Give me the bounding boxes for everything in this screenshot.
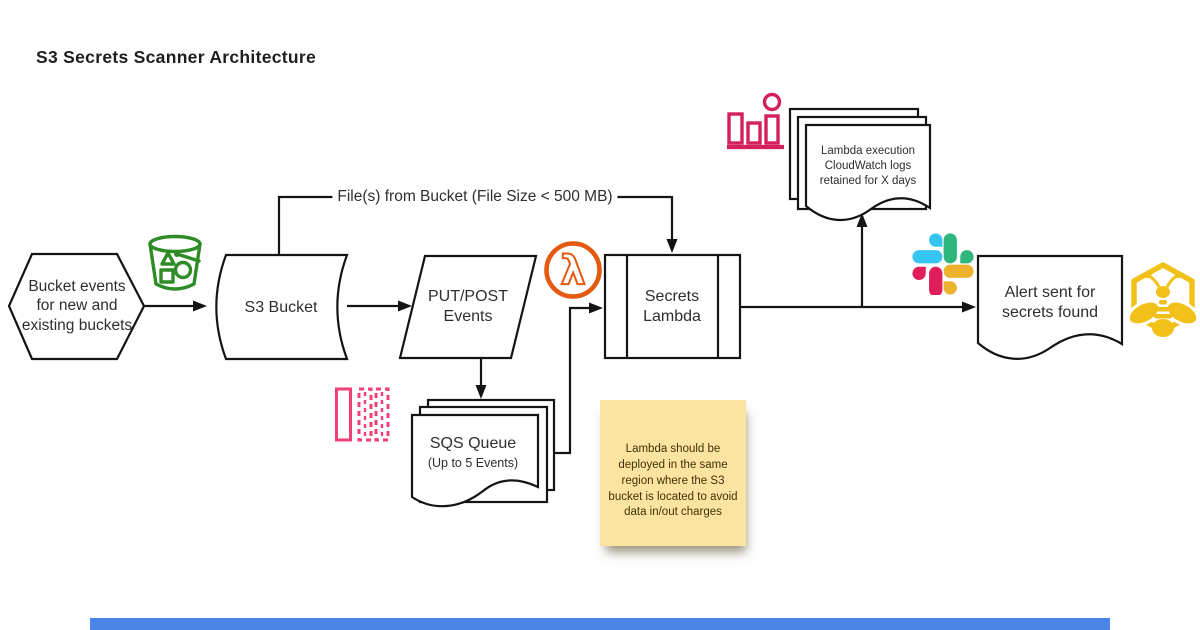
s3-bucket-label: S3 Bucket [244,299,318,316]
put-post-events-label: PUT/POST Events [427,288,508,325]
cloudwatch-metrics-icon [727,92,784,150]
shape-alert-document [976,254,1124,360]
sqs-queue-icon [335,387,390,442]
shape-put-post-events [398,254,538,360]
s3-bucket-icon [148,234,202,291]
shape-sqs-queue [410,398,556,508]
secrets-lambda-label: Secrets Lambda [643,288,701,325]
hexagon-bucket-events [7,252,146,361]
bottom-accent-bar [90,618,1110,630]
cloudwatch-logs-label: Lambda execution CloudWatch logs retaine… [819,145,917,188]
slack-icon [912,233,974,295]
alert-label: Alert sent for secrets found [1001,284,1099,321]
sqs-queue-label: SQS Queue [429,435,517,452]
bee-icon [1128,262,1198,337]
sticky-note: Lambda should be deployed in the same re… [600,400,746,546]
shape-cloudwatch-logs [788,107,932,222]
lambda-glyph: λ [560,248,585,294]
lambda-icon: λ [544,241,602,299]
arrowheads [193,213,976,399]
sqs-queue-sublabel: (Up to 5 Events) [427,456,519,470]
bucket-events-label: Bucket events for new and existing bucke… [21,278,133,334]
sticky-note-text: Lambda should be deployed in the same re… [608,443,738,519]
shape-s3-bucket [215,253,349,361]
shape-secrets-lambda [603,253,742,360]
diagram-title: S3 Secrets Scanner Architecture [36,47,317,67]
flow-arrow-label: File(s) from Bucket (File Size < 500 MB) [332,188,618,206]
